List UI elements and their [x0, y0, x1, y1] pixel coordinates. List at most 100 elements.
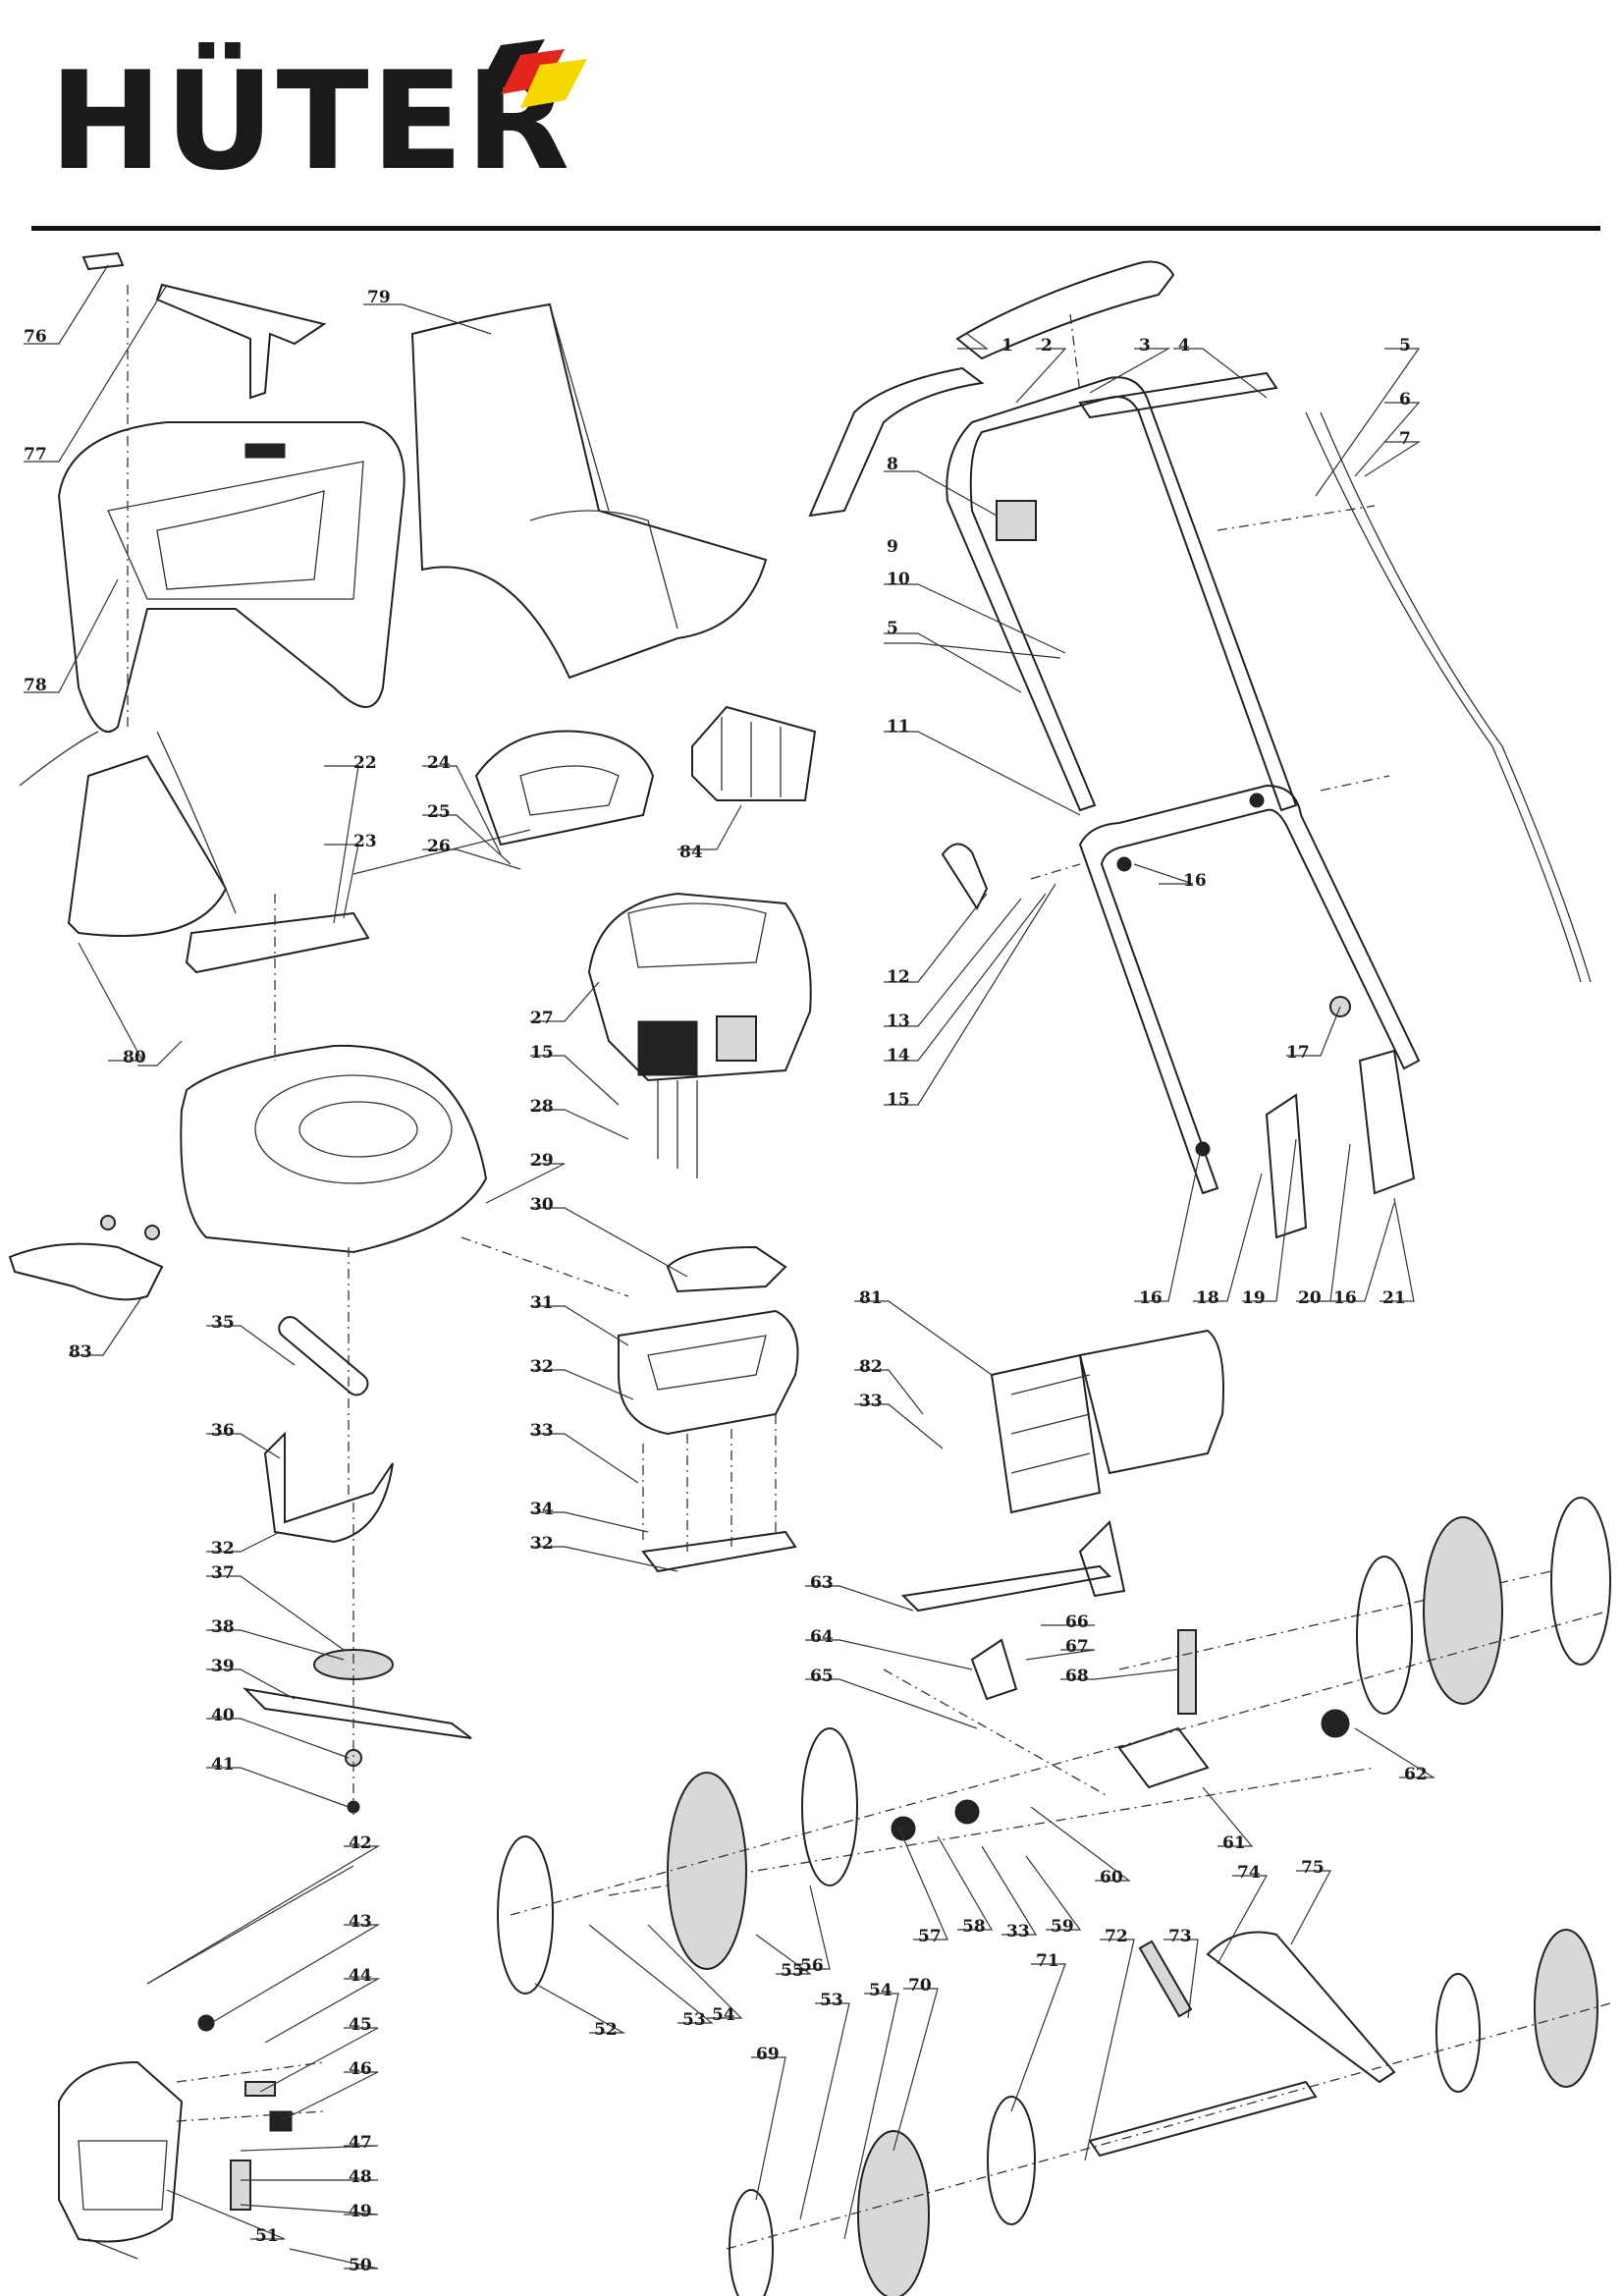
callout-27: 27 — [530, 1009, 554, 1028]
callout-80: 80 — [123, 1048, 146, 1067]
callout-33: 33 — [530, 1421, 554, 1441]
callout-77: 77 — [24, 445, 47, 465]
callout-53: 53 — [820, 1991, 843, 2010]
callout-16: 16 — [1333, 1288, 1357, 1308]
callout-59: 59 — [1051, 1917, 1074, 1937]
mower-deck — [180, 894, 629, 1503]
callout-32: 32 — [211, 1539, 235, 1558]
callout-16: 16 — [1139, 1288, 1163, 1308]
callout-51: 51 — [255, 2226, 279, 2246]
grass-bag — [410, 302, 768, 680]
callout-83: 83 — [69, 1342, 92, 1362]
callout-58: 58 — [962, 1917, 986, 1937]
callout-65: 65 — [810, 1667, 834, 1686]
callout-23: 23 — [353, 832, 377, 851]
callout-46: 46 — [349, 2059, 372, 2079]
callout-55: 55 — [781, 1961, 804, 1981]
height-adjust-axle — [608, 1519, 1552, 1896]
callout-74: 74 — [1237, 1863, 1261, 1883]
callout-75: 75 — [1301, 1858, 1325, 1878]
callout-22: 22 — [353, 753, 377, 773]
blade-assembly — [243, 1316, 472, 1817]
callout-32: 32 — [530, 1534, 554, 1554]
callout-3: 3 — [1139, 336, 1151, 355]
callout-33: 33 — [859, 1392, 883, 1411]
callout-49: 49 — [349, 2202, 372, 2221]
callout-13: 13 — [887, 1011, 910, 1031]
callout-50: 50 — [349, 2256, 372, 2275]
callout-79: 79 — [367, 288, 391, 307]
callout-73: 73 — [1168, 1927, 1192, 1946]
callout-48: 48 — [349, 2167, 372, 2187]
handle-lower — [941, 775, 1421, 1239]
side-deflector — [8, 1215, 164, 1301]
callout-82: 82 — [859, 1357, 883, 1377]
callout-20: 20 — [1298, 1288, 1322, 1308]
callout-56: 56 — [800, 1956, 824, 1976]
callout-19: 19 — [1242, 1288, 1266, 1308]
callout-53: 53 — [682, 2010, 706, 2030]
callout-21: 21 — [1382, 1288, 1406, 1308]
callout-37: 37 — [211, 1563, 235, 1583]
callout-44: 44 — [349, 1966, 372, 1986]
callout-33: 33 — [1006, 1922, 1030, 1941]
callout-30: 30 — [530, 1195, 554, 1215]
engine — [587, 892, 812, 1178]
callout-54: 54 — [869, 1981, 893, 2000]
grass-switch-bracket — [990, 1329, 1224, 1514]
callout-71: 71 — [1036, 1951, 1059, 1971]
exploded-parts-diagram: 1234567891051116121314151716181920162176… — [8, 251, 1611, 2296]
callout-17: 17 — [1286, 1043, 1310, 1063]
callout-38: 38 — [211, 1617, 235, 1637]
callout-26: 26 — [427, 837, 451, 856]
callout-15: 15 — [887, 1090, 910, 1110]
page-header: HÜTER — [0, 0, 1623, 236]
callout-12: 12 — [887, 967, 910, 987]
callout-39: 39 — [211, 1657, 235, 1676]
callout-7: 7 — [1399, 429, 1411, 449]
callout-52: 52 — [594, 2020, 618, 2040]
callout-15: 15 — [530, 1043, 554, 1063]
handle-upper — [808, 260, 1592, 983]
callout-63: 63 — [810, 1573, 834, 1593]
callout-40: 40 — [211, 1706, 235, 1725]
callout-60: 60 — [1100, 1868, 1123, 1887]
brand-flag-icon — [481, 39, 587, 108]
brand-logo-text: HÜTER — [49, 42, 572, 200]
callout-34: 34 — [530, 1500, 554, 1519]
wheel-set — [497, 1497, 1611, 2296]
grass-bag-frame — [57, 251, 406, 733]
rear-flap-assembly — [19, 730, 655, 974]
callout-6: 6 — [1399, 390, 1411, 410]
callout-45: 45 — [349, 2015, 372, 2035]
callout-42: 42 — [349, 1833, 372, 1853]
callout-64: 64 — [810, 1627, 834, 1647]
callout-41: 41 — [211, 1755, 235, 1775]
callout-47: 47 — [349, 2133, 372, 2153]
callout-31: 31 — [530, 1293, 554, 1313]
callout-62: 62 — [1404, 1765, 1428, 1784]
callout-9: 9 — [887, 537, 898, 557]
callout-5: 5 — [887, 619, 898, 638]
callout-2: 2 — [1041, 336, 1053, 355]
callout-57: 57 — [918, 1927, 942, 1946]
callout-18: 18 — [1196, 1288, 1219, 1308]
callout-5: 5 — [1399, 336, 1411, 355]
callout-72: 72 — [1105, 1927, 1128, 1946]
callout-84: 84 — [679, 843, 703, 862]
callout-29: 29 — [530, 1151, 554, 1171]
callout-35: 35 — [211, 1313, 235, 1333]
callout-10: 10 — [887, 570, 910, 589]
callout-66: 66 — [1065, 1613, 1089, 1632]
callout-43: 43 — [349, 1912, 372, 1932]
callout-36: 36 — [211, 1421, 235, 1441]
callout-14: 14 — [887, 1046, 910, 1066]
callout-4: 4 — [1178, 336, 1190, 355]
header-divider — [31, 226, 1600, 231]
rear-cover — [618, 1245, 799, 1573]
callout-1: 1 — [1001, 336, 1013, 355]
callout-78: 78 — [24, 676, 47, 695]
callout-76: 76 — [24, 327, 47, 347]
callout-28: 28 — [530, 1097, 554, 1117]
callout-61: 61 — [1222, 1833, 1246, 1853]
